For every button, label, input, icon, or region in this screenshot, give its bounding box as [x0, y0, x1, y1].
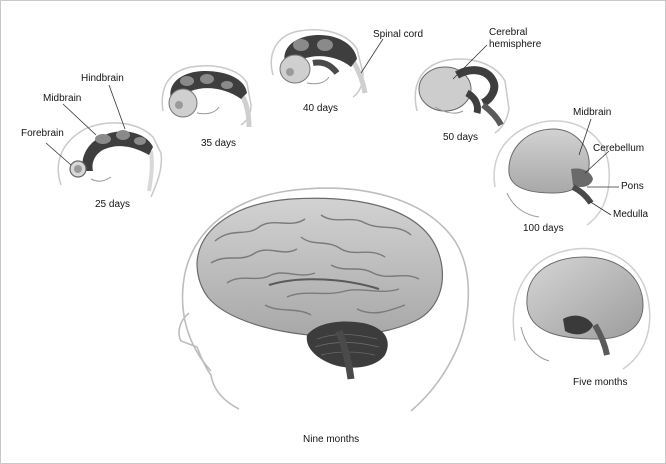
label-hindbrain: Hindbrain [81, 73, 124, 85]
stage-label-nine-months: Nine months [303, 434, 359, 446]
label-spinal-cord: Spinal cord [373, 29, 423, 41]
stage-label-50-days: 50 days [443, 132, 478, 144]
fetus-five-months [513, 249, 649, 369]
label-midbrain-100: Midbrain [573, 107, 611, 119]
stage-label-25-days: 25 days [95, 199, 130, 211]
label-medulla: Medulla [613, 209, 648, 221]
label-midbrain: Midbrain [43, 93, 81, 105]
label-pons: Pons [621, 181, 644, 193]
embryo-40-days [271, 30, 365, 97]
label-forebrain: Forebrain [21, 128, 64, 140]
stage-label-five-months: Five months [573, 377, 627, 389]
stage-label-35-days: 35 days [201, 138, 236, 150]
label-cerebral-line2: hemisphere [489, 39, 541, 51]
brain-nine-months [197, 198, 442, 379]
stage-label-100-days: 100 days [523, 223, 564, 235]
stage-label-40-days: 40 days [303, 103, 338, 115]
embryo-25-days [58, 123, 161, 197]
leader-spinal-cord [361, 39, 383, 73]
label-cerebral-line1: Cerebral [489, 27, 527, 39]
fetus-100-days [494, 121, 609, 225]
label-cerebellum: Cerebellum [593, 143, 644, 155]
embryo-35-days [162, 66, 251, 127]
